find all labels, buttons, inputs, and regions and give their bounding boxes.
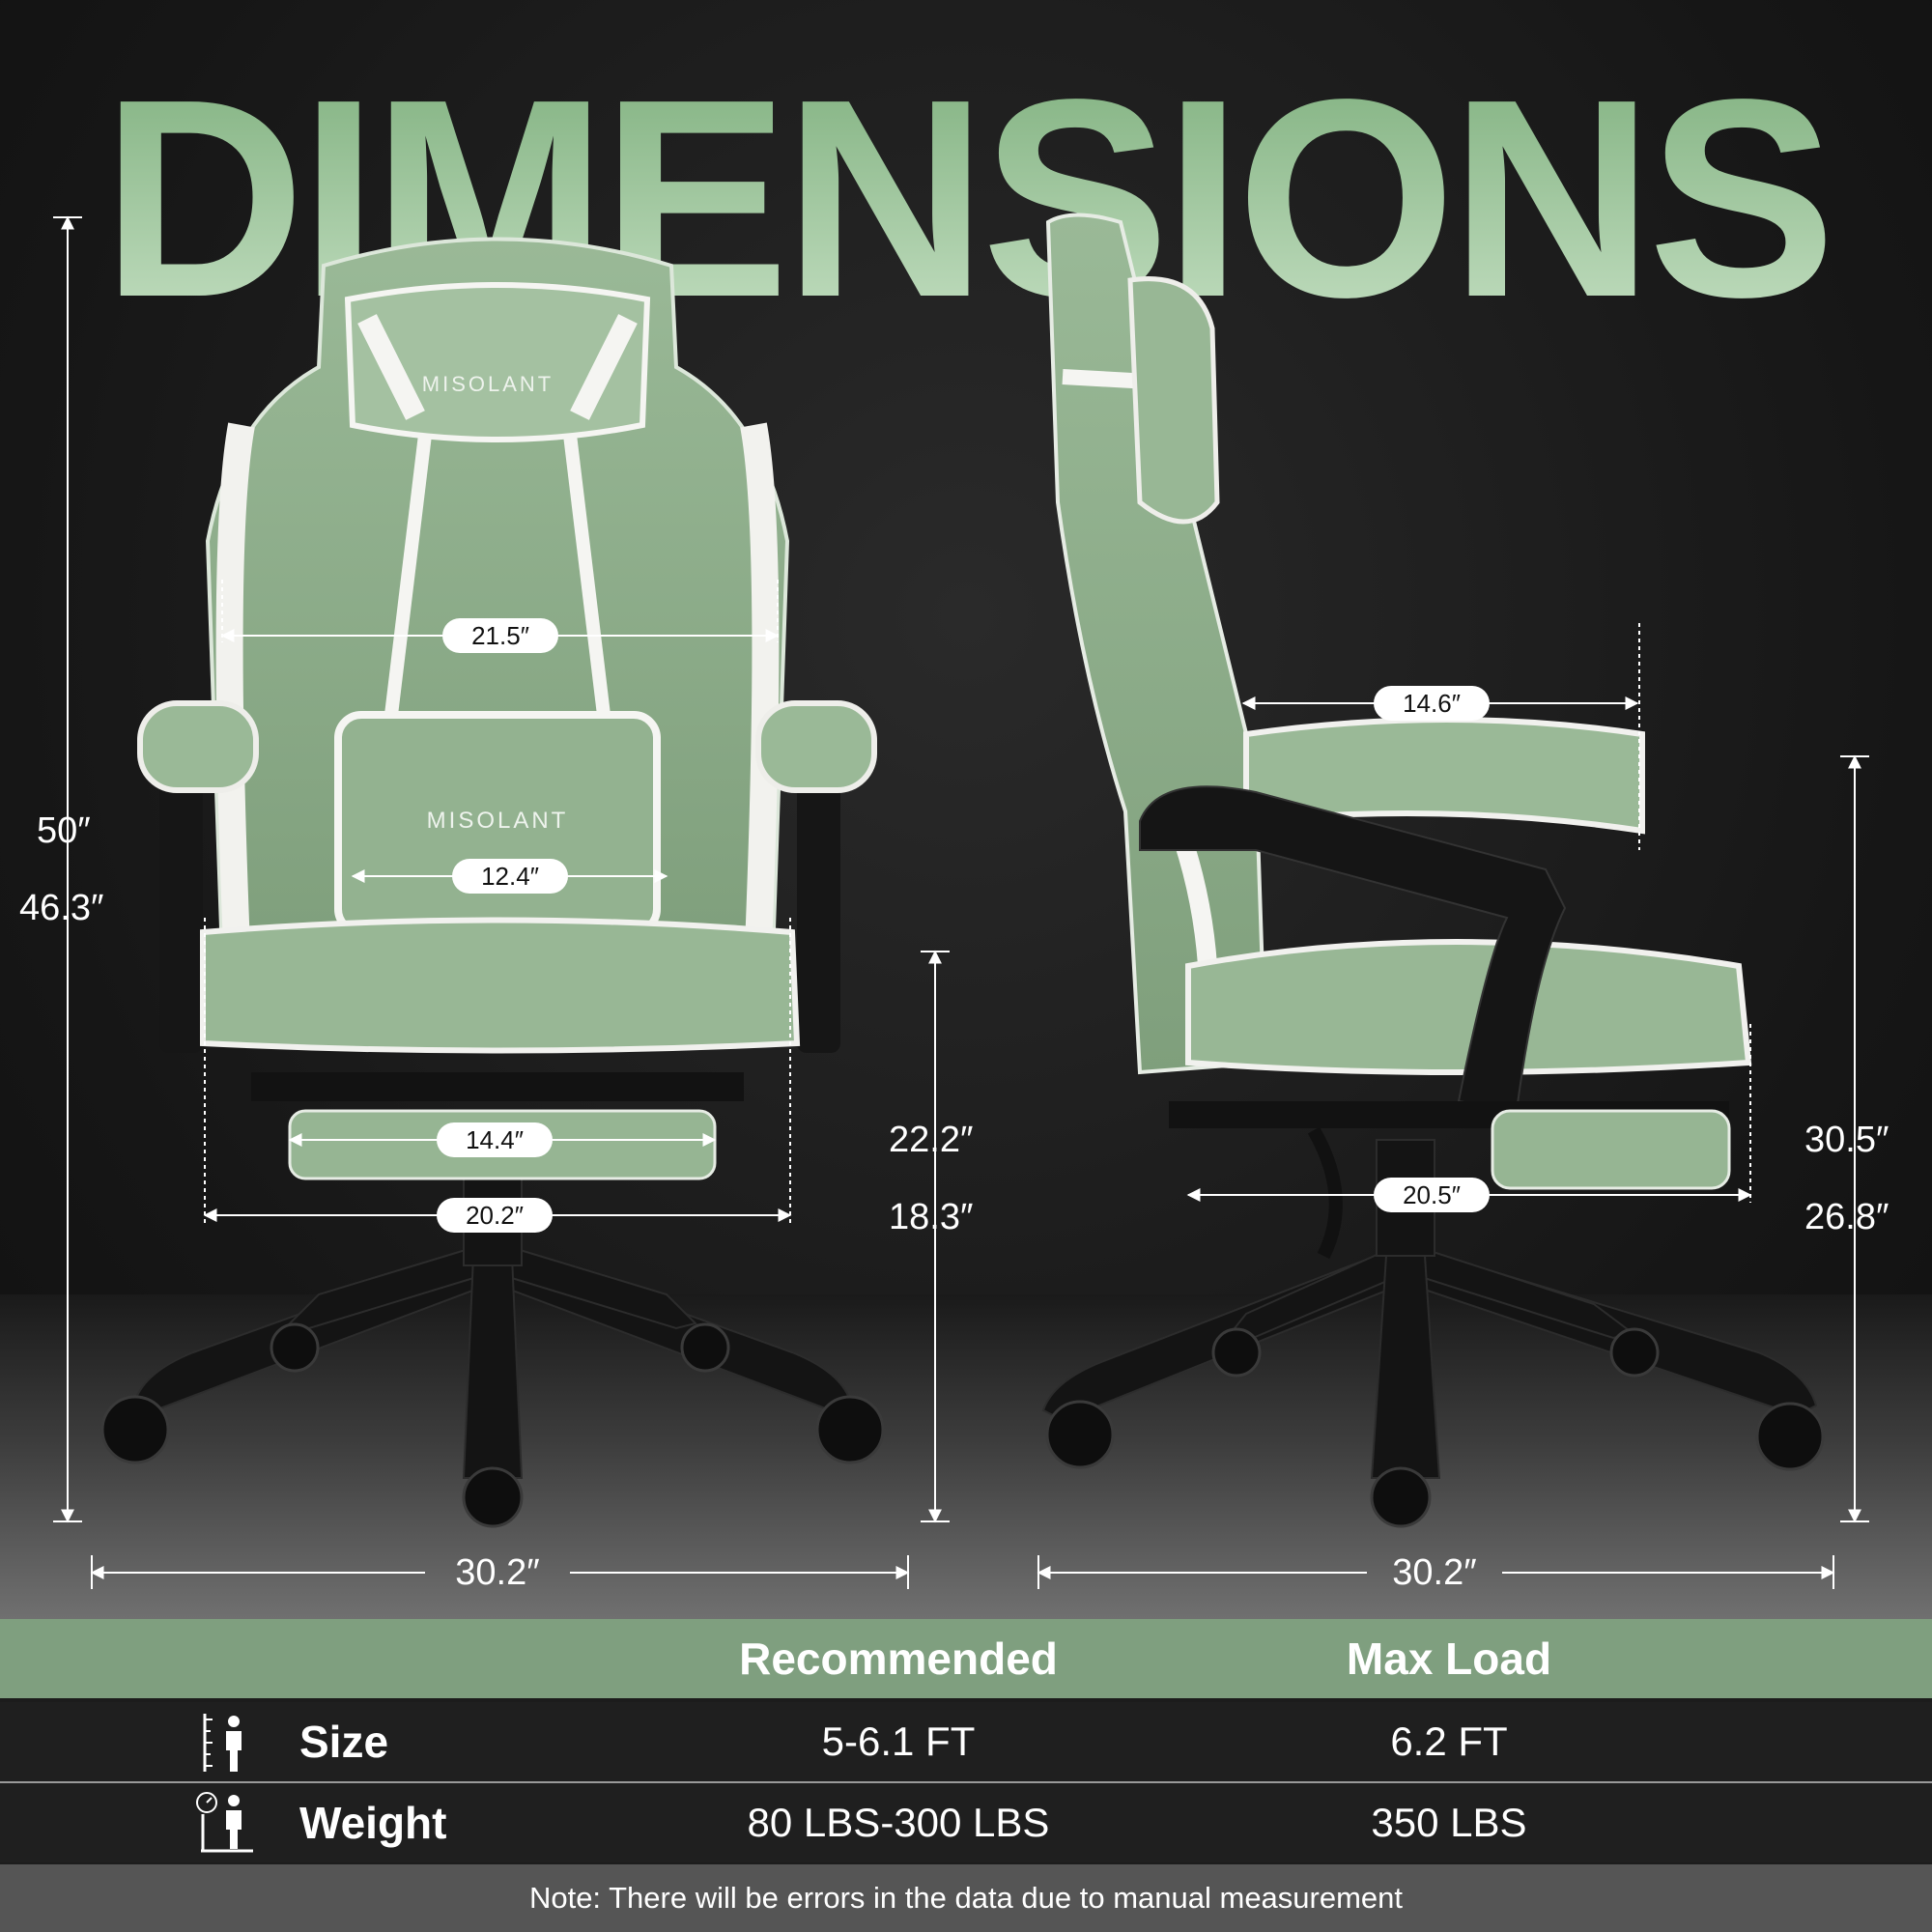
front-total-height-label: 50″: [37, 810, 91, 851]
side-chair-wheels: [1045, 1327, 1825, 1528]
spec-row-weight: Weight 80 LBS-300 LBS 350 LBS: [0, 1783, 1932, 1862]
scale-person-icon: [196, 1792, 253, 1853]
svg-text:20.2″: 20.2″: [466, 1201, 524, 1230]
front-base-width-label: 30.2″: [455, 1552, 539, 1593]
row-divider: [0, 1781, 1932, 1783]
side-backrest: [1045, 213, 1268, 1075]
svg-text:14.6″: 14.6″: [1403, 689, 1461, 718]
armrest-depth-pill: 14.6″: [1374, 686, 1490, 721]
spec-row-size: Size 5-6.1 FT 6.2 FT: [0, 1702, 1932, 1781]
svg-text:14.4″: 14.4″: [466, 1125, 524, 1154]
backrest-width-pill: 21.5″: [442, 618, 558, 653]
side-armrest-height-label: 30.5″: [1804, 1120, 1889, 1160]
chair-dimension-scene: MISOLANT MISOLANT: [19, 213, 1889, 1593]
row-label-weight: Weight: [299, 1798, 447, 1848]
svg-text:12.4″: 12.4″: [481, 862, 539, 891]
col-max-load: Max Load: [1346, 1634, 1552, 1684]
side-base-width-label: 30.2″: [1392, 1552, 1476, 1593]
side-chair-base: [1041, 1139, 1818, 1479]
height-person-icon: [203, 1714, 242, 1772]
front-left-armrest: [137, 700, 259, 793]
front-seat-height-low-label: 18.3″: [889, 1197, 973, 1237]
front-seat-cushion: [200, 917, 801, 1054]
front-chair-wheels: [100, 1322, 885, 1528]
seat-depth-pill: 20.5″: [1374, 1178, 1490, 1212]
side-armrest-pad: [1243, 717, 1645, 835]
svg-text:21.5″: 21.5″: [471, 621, 529, 650]
front-total-height-low-label: 46.3″: [19, 888, 103, 928]
front-right-armrest: [755, 700, 877, 793]
front-backrest-trim-right: [740, 422, 780, 948]
side-seat-cushion: [1185, 939, 1752, 1075]
front-left-arm-post: [159, 773, 203, 1053]
seat-width-pill: 20.2″: [437, 1198, 553, 1233]
weight-recommended: 80 LBS-300 LBS: [747, 1800, 1050, 1845]
headrest-brand: MISOLANT: [422, 372, 554, 396]
row-label-size: Size: [299, 1717, 389, 1767]
size-recommended: 5-6.1 FT: [821, 1719, 976, 1764]
size-max-load: 6.2 FT: [1390, 1719, 1508, 1764]
side-footrest: [1491, 1109, 1731, 1190]
side-armrest-height-low-label: 26.8″: [1804, 1197, 1889, 1237]
weight-max-load: 350 LBS: [1371, 1800, 1527, 1845]
footrest-width-pill: 14.4″: [437, 1122, 553, 1157]
spec-table-header: Recommended Max Load: [0, 1619, 1932, 1698]
side-view-chair: [1041, 213, 1825, 1528]
front-seat-frame: [251, 1072, 744, 1101]
lumbar-width-pill: 12.4″: [452, 859, 568, 894]
measurement-note: Note: There will be errors in the data d…: [0, 1864, 1932, 1932]
front-right-arm-post: [797, 773, 840, 1053]
headrest-pillow: [344, 282, 651, 442]
svg-text:20.5″: 20.5″: [1403, 1180, 1461, 1209]
front-seat-height-label: 22.2″: [889, 1120, 973, 1160]
col-recommended: Recommended: [739, 1634, 1058, 1684]
front-backrest-trim-left: [215, 422, 255, 948]
lumbar-brand: MISOLANT: [427, 808, 569, 834]
